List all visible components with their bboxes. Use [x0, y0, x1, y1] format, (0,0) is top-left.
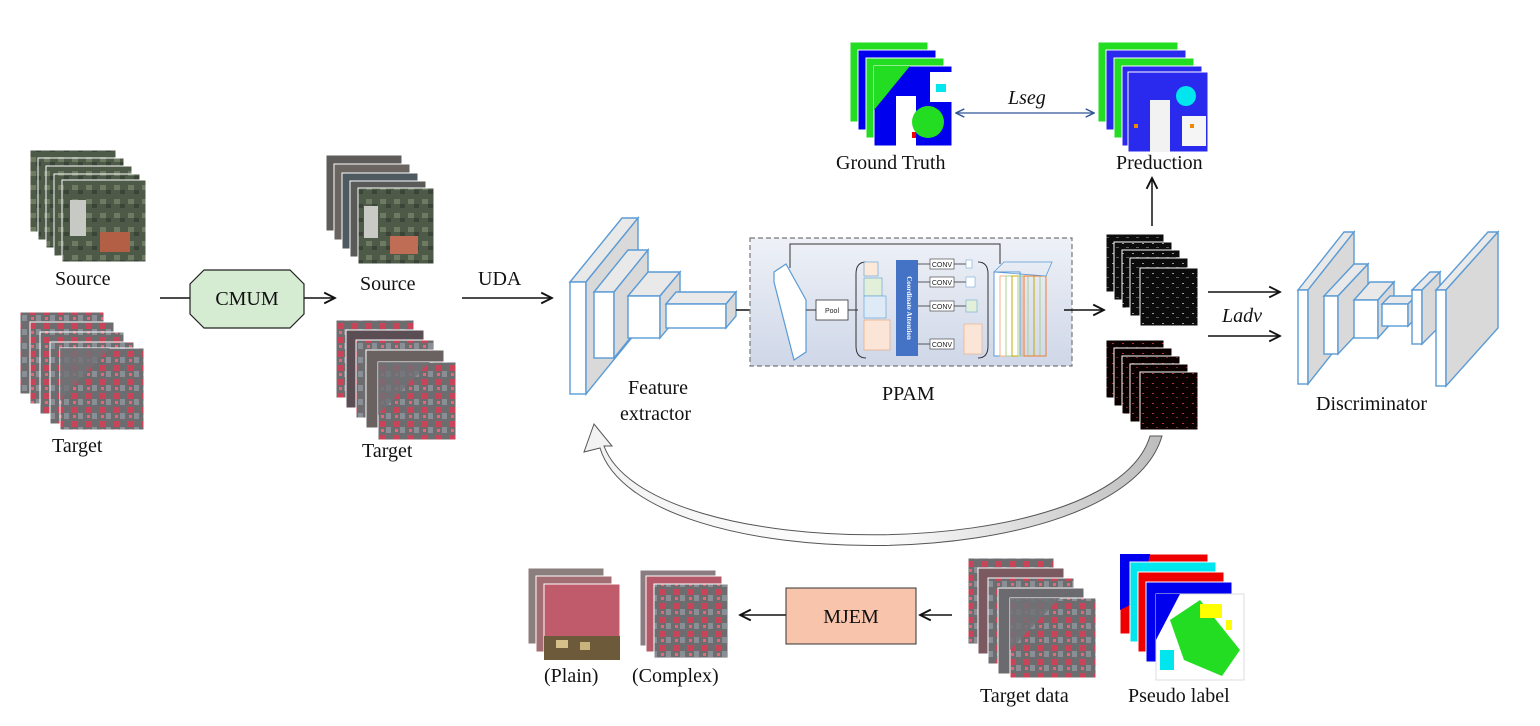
cmum-module — [189, 269, 305, 329]
source-image-stack-mid — [325, 154, 435, 265]
cmum-label: CMUM — [215, 288, 279, 310]
target-data-label: Target data — [980, 685, 1069, 707]
feature-extractor-label-2: extractor — [620, 403, 691, 425]
ground-truth-label: Ground Truth — [836, 152, 945, 174]
complex-image-stack — [639, 569, 729, 659]
feedback-curved-arrow — [583, 422, 1163, 546]
feature-extractor-network — [568, 216, 738, 396]
coordinate-attention-block — [896, 260, 918, 356]
plain-label: (Plain) — [544, 665, 598, 687]
prediction-label: Preduction — [1116, 152, 1203, 174]
conv-label-3: CONV — [932, 304, 953, 311]
source-label-mid: Source — [360, 273, 416, 295]
discriminator-network — [1296, 229, 1500, 388]
pseudo-label-stack — [1119, 553, 1245, 681]
conv-label-1: CONV — [932, 262, 953, 269]
source-label-left: Source — [55, 268, 111, 290]
conv-block-4 — [929, 338, 955, 350]
ground-truth-stack — [849, 41, 953, 147]
prediction-stack — [1097, 41, 1209, 153]
conv-label-4: CONV — [932, 342, 953, 349]
target-data-stack — [967, 557, 1097, 679]
output-target-stack — [1105, 339, 1199, 431]
conv-label-2: CONV — [932, 280, 953, 287]
ppam-label: PPAM — [882, 383, 935, 405]
feature-extractor-label-1: Feature — [628, 377, 688, 399]
lseg-label: Lseg — [1007, 87, 1046, 109]
target-label-mid: Target — [362, 440, 413, 462]
ladv-label: Ladv — [1221, 305, 1262, 327]
pseudo-label-label: Pseudo label — [1128, 685, 1230, 707]
target-image-stack-left — [19, 311, 145, 431]
mjem-label: MJEM — [823, 606, 879, 628]
target-image-stack-mid — [335, 319, 457, 441]
discriminator-label: Discriminator — [1316, 393, 1427, 415]
target-label-left: Target — [52, 435, 103, 457]
plain-image-stack — [527, 567, 621, 661]
complex-label: (Complex) — [632, 665, 719, 687]
uda-label: UDA — [478, 268, 522, 290]
ppam-module: Pool Coordinate Attention CONV CONV CONV… — [749, 237, 1073, 367]
mjem-module — [785, 587, 917, 645]
coordinate-attention-label: Coordinate Attention — [905, 276, 913, 340]
source-image-stack-left — [29, 149, 147, 263]
output-feature-stack — [1105, 233, 1199, 327]
pool-label: Pool — [825, 308, 839, 315]
